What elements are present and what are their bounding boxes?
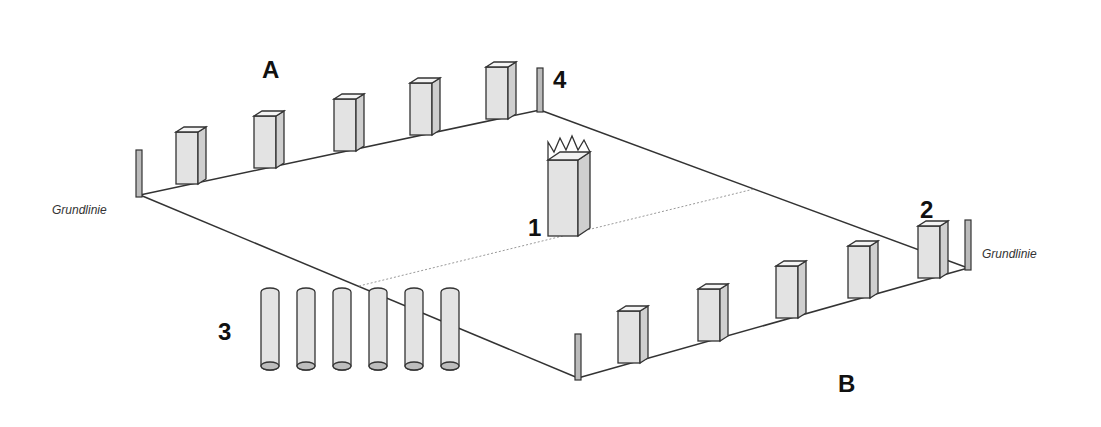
throwing-baton (369, 288, 387, 370)
kubb-block (254, 111, 284, 168)
kubb-block (848, 241, 878, 298)
kubb-block (410, 78, 440, 135)
side-letter: B (838, 372, 855, 396)
baseline-label: Grundlinie (52, 204, 107, 216)
kubb-block (776, 261, 806, 318)
baseline-label: Grundlinie (982, 248, 1037, 260)
kubb-block (618, 306, 648, 363)
kubb-block (918, 221, 948, 278)
callout-number: 3 (218, 320, 231, 344)
throwing-baton (405, 288, 423, 370)
callout-number: 1 (528, 216, 541, 240)
kubb-block (334, 94, 364, 151)
throwing-baton (261, 288, 279, 370)
throwing-baton (297, 288, 315, 370)
throwing-baton (333, 288, 351, 370)
kubb-block (486, 62, 516, 119)
throwing-baton (441, 288, 459, 370)
kubb-block (698, 284, 728, 341)
side-letter: A (262, 58, 279, 82)
kubb-block (176, 127, 206, 184)
callout-number: 2 (920, 198, 933, 222)
callout-number: 4 (553, 68, 566, 92)
